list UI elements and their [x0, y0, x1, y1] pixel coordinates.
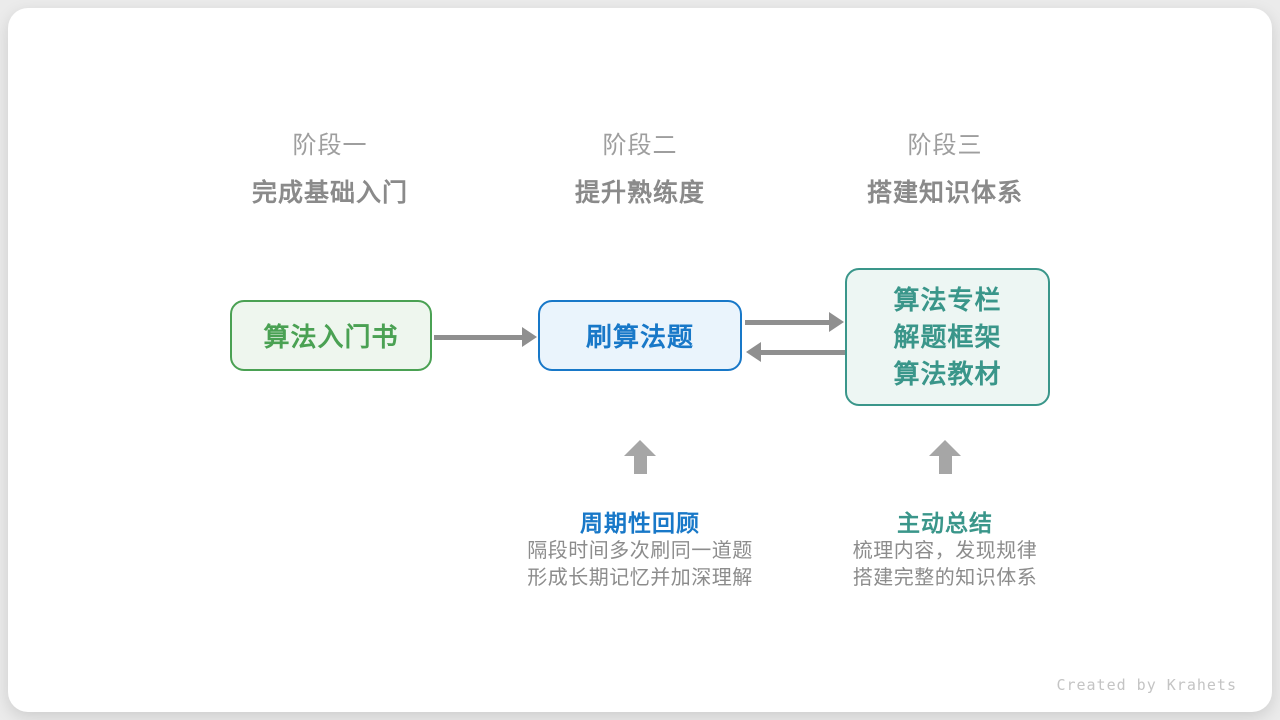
- arrow-head: [624, 440, 656, 456]
- node-practice-problems: 刷算法题: [538, 300, 742, 371]
- stage-1-label: 阶段一: [292, 132, 368, 159]
- annotation-active-summary: 主动总结 梳理内容，发现规律 搭建完整的知识体系: [765, 508, 1125, 592]
- arrow-left-icon: [746, 342, 845, 362]
- node-title: 算法入门书: [263, 322, 399, 352]
- node-knowledge-resources: 算法专栏 解题框架 算法教材: [845, 268, 1050, 406]
- arrow-shaft: [761, 349, 845, 355]
- stage-3-subtitle: 搭建知识体系: [866, 179, 1023, 207]
- credit-text: Created by Krahets: [1056, 676, 1237, 694]
- node-line: 算法教材: [893, 358, 1002, 389]
- node-algorithm-intro-book: 算法入门书: [230, 300, 432, 371]
- node-line: 解题框架: [893, 321, 1002, 352]
- stage-2-header: 阶段二 提升熟练度: [480, 130, 800, 209]
- arrow-right-icon: [745, 312, 844, 332]
- annotation-line: 隔段时间多次刷同一道题: [527, 540, 753, 562]
- stage-3-header: 阶段三 搭建知识体系: [785, 130, 1105, 209]
- arrow-up-icon: [623, 440, 657, 474]
- stage-2-subtitle: 提升熟练度: [574, 179, 705, 207]
- stage-2-label: 阶段二: [602, 132, 678, 159]
- annotation-periodic-review: 周期性回顾 隔段时间多次刷同一道题 形成长期记忆并加深理解: [460, 508, 820, 592]
- arrow-shaft: [938, 456, 952, 474]
- arrow-shaft: [633, 456, 647, 474]
- arrow-head: [746, 342, 761, 362]
- arrow-shaft: [434, 334, 522, 340]
- arrow-head: [929, 440, 961, 456]
- diagram-card: 阶段一 完成基础入门 阶段二 提升熟练度 阶段三 搭建知识体系 算法入门书 刷算…: [8, 8, 1272, 712]
- arrow-head: [829, 312, 844, 332]
- arrow-right-icon: [434, 327, 537, 347]
- annotation-line: 搭建完整的知识体系: [852, 567, 1038, 589]
- stage-3-label: 阶段三: [907, 132, 983, 159]
- annotation-line: 形成长期记忆并加深理解: [527, 567, 753, 589]
- annotation-title: 主动总结: [897, 510, 993, 536]
- node-line: 算法专栏: [893, 284, 1002, 315]
- arrow-head: [522, 327, 537, 347]
- arrow-up-icon: [928, 440, 962, 474]
- node-title: 刷算法题: [585, 322, 694, 352]
- stage-1-subtitle: 完成基础入门: [251, 179, 408, 207]
- annotation-title: 周期性回顾: [580, 510, 700, 536]
- stage-1-header: 阶段一 完成基础入门: [170, 130, 490, 209]
- arrow-shaft: [745, 319, 829, 325]
- annotation-line: 梳理内容，发现规律: [852, 540, 1038, 562]
